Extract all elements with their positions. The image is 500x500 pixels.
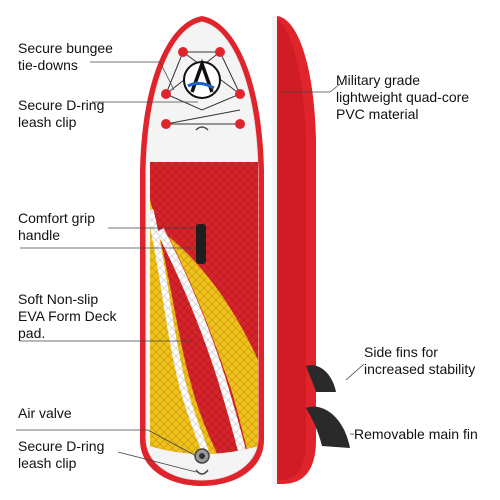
callout-d-ring-bottom: Secure D-ring leash clip bbox=[18, 438, 105, 471]
d-ring-bottom bbox=[195, 469, 209, 475]
d-ring-top bbox=[195, 126, 209, 131]
board-side-view bbox=[272, 16, 350, 484]
callout-bungee-tie-downs: Secure bungee tie-downs bbox=[18, 40, 113, 73]
callout-air-valve: Air valve bbox=[18, 405, 72, 421]
air-valve bbox=[194, 448, 210, 464]
leader-lines bbox=[16, 61, 365, 473]
mountain-wave-logo bbox=[183, 58, 221, 99]
callout-deck-pad: Soft Non-slip EVA Form Deck pad. bbox=[18, 291, 117, 341]
callout-comfort-handle: Comfort grip handle bbox=[18, 210, 96, 243]
callout-main-fin: Removable main fin bbox=[354, 426, 478, 442]
deck-pad bbox=[150, 162, 258, 454]
grip-handle bbox=[196, 224, 206, 264]
side-fin bbox=[306, 365, 336, 392]
callout-side-fins: Side fins for increased stability bbox=[364, 344, 476, 377]
main-fin bbox=[306, 406, 350, 448]
tie-down-points bbox=[161, 47, 245, 129]
callout-pvc-material: Military grade lightweight quad-core PVC… bbox=[336, 72, 470, 122]
board-front-view bbox=[140, 16, 264, 486]
callout-d-ring-top: Secure D-ring leash clip bbox=[18, 97, 105, 130]
